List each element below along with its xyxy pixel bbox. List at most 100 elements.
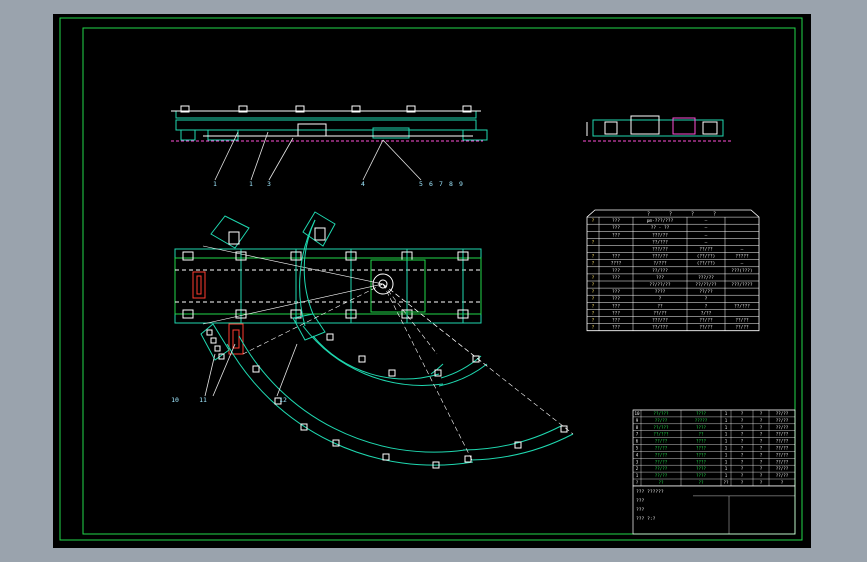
title-block-text: ??? [636, 498, 645, 504]
bom-cell: 1 [725, 432, 728, 437]
balloon-label: 3 [267, 180, 271, 188]
plan-view [174, 211, 574, 469]
bom-cell: ?? [698, 432, 704, 437]
title-block-text: ??? ?:? [636, 516, 656, 522]
spec-cell: ??/?? [653, 310, 667, 316]
spec-cell: ??? [612, 296, 620, 302]
bom-cell: 2 [636, 466, 639, 471]
bom-cell: ??/?? [655, 473, 668, 478]
bom-cell: ? [741, 473, 744, 478]
bom-cell: ? [741, 480, 744, 485]
title-block [632, 485, 796, 535]
spec-cell: ??/?? [699, 318, 713, 324]
spec-cell: ??/?? [735, 318, 749, 324]
balloon-label: 8 [449, 180, 453, 188]
spec-cell: ?/?? [701, 310, 712, 316]
spec-cell: ??? [612, 310, 620, 316]
spec-header-cell: ? [713, 212, 716, 218]
spec-table: ????????pm-???/???—????? - ??—??????/??—… [586, 209, 760, 332]
bom-cell: ? [741, 411, 744, 416]
balloon-label: 1 [249, 180, 253, 188]
bom-cell: ? [760, 446, 763, 451]
spec-cell: ? [705, 303, 708, 309]
bom-cell: ??/?? [776, 446, 789, 451]
spec-cell: ???(???) [731, 268, 752, 274]
inner-drawing-border [82, 27, 796, 535]
spec-cell: ??/??/?? [695, 282, 717, 288]
bom-cell: 10 [634, 411, 640, 416]
bom-cell: 1 [725, 425, 728, 430]
spec-cell: ???/?? [652, 254, 668, 260]
balloon-leaders [204, 131, 422, 397]
bom-cell: ? [741, 452, 744, 457]
spec-cell: — [741, 248, 744, 253]
bom-cell: 1 [725, 466, 728, 471]
cad-drawing: ????????pm-???/???—????? - ??—??????/??—… [59, 17, 803, 541]
spec-cell: ??? [612, 289, 620, 295]
bom-cell: ??/?? [776, 452, 789, 457]
bom-cell: ? [741, 418, 744, 423]
bom-cell: ? [741, 459, 744, 464]
spec-cell: ??/?? [699, 289, 713, 295]
spec-cell: ? [705, 296, 708, 302]
spec-cell: ? [592, 325, 595, 331]
bom-cell: 1 [725, 411, 728, 416]
bom-cell: 9 [636, 418, 639, 423]
spec-cell: — [705, 233, 708, 238]
spec-cell: — [705, 219, 708, 224]
bom-cell: ? [760, 466, 763, 471]
bom-cell: ? [760, 411, 763, 416]
spec-cell: ? [592, 218, 595, 224]
spec-cell: ???/?? [652, 318, 668, 324]
bom-cell: ??/?? [655, 452, 668, 457]
spec-cell: ???/???? [731, 282, 753, 288]
bom-cell: ? [741, 425, 744, 430]
bom-cell: ?? [698, 480, 704, 485]
bom-cell: ? [741, 439, 744, 444]
spec-cell: ??/?? [699, 247, 713, 253]
bom-cell: ???? [696, 411, 707, 416]
bom-cell: ??/?? [776, 473, 789, 478]
bom-cell: ??/?? [655, 446, 668, 451]
bom-cell: ? [760, 459, 763, 464]
spec-cell: ??? [612, 254, 620, 260]
bom-cell: ???? [696, 439, 707, 444]
bom-cell: 1 [725, 439, 728, 444]
spec-cell: ???/?? [652, 247, 668, 253]
bom-cell: ? [636, 480, 639, 485]
balloon-label: 12 [279, 396, 287, 404]
bom-cell: ??/??? [653, 411, 669, 416]
spec-cell: ??/?? [699, 325, 713, 331]
bom-cell: ? [760, 432, 763, 437]
bom-cell: 1 [725, 418, 728, 423]
cad-viewport[interactable]: ????????pm-???/???—????? - ??—??????/??—… [53, 14, 811, 548]
spec-cell: ?? [657, 303, 663, 309]
bom-cell: ??/?? [655, 418, 668, 423]
spec-cell: ??/??? [652, 268, 668, 274]
bom-cell: ??/?? [776, 432, 789, 437]
spec-cell: ???/?? [652, 232, 668, 238]
bom-cell: 6 [636, 439, 639, 444]
bom-cell: 5 [636, 446, 639, 451]
bom-cell: 1 [636, 473, 639, 478]
spec-cell: ???? [611, 261, 622, 267]
bom-cell: ?? [658, 480, 664, 485]
spec-cell: ?/??? [653, 261, 667, 267]
spec-cell: — [705, 240, 708, 245]
bom-cell: ???? [696, 446, 707, 451]
balloon-label: 5 [419, 180, 423, 188]
spec-cell: ??? [612, 218, 620, 224]
spec-cell: ?? - ?? [651, 225, 670, 231]
spec-cell: ??? [612, 232, 620, 238]
bom-cell: 7 [636, 432, 639, 437]
spec-cell: ??/?? [735, 325, 749, 331]
bom-cell: ? [741, 466, 744, 471]
balloon-label: 7 [439, 180, 443, 188]
balloon-label: 6 [429, 180, 433, 188]
spec-cell: ??? [612, 303, 620, 309]
spec-cell: ? [592, 254, 595, 260]
balloon-label: 4 [361, 180, 365, 188]
bom-cell: ????? [695, 418, 708, 423]
bom-cell: ??/?? [776, 411, 789, 416]
balloon-label: 9 [459, 180, 463, 188]
